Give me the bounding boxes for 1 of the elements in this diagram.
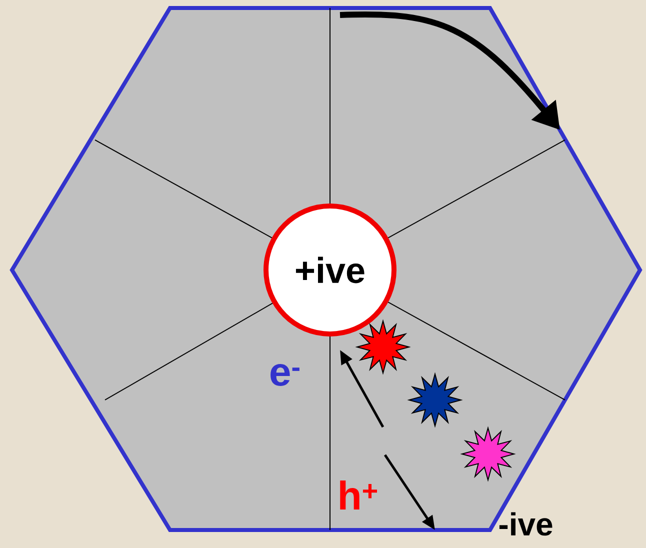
charge-label: h$^{+}$ (340, 480, 377, 510)
